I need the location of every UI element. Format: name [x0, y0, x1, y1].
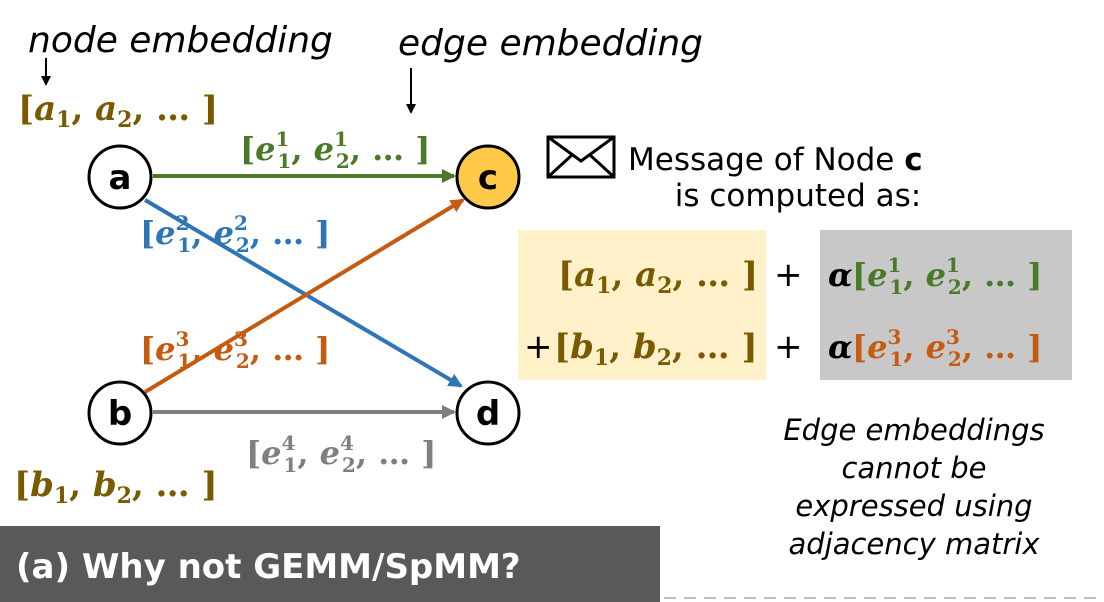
embedding-b: [b1, b2, … ] [14, 465, 218, 509]
caption: (a) Why not GEMM/SpMM? [16, 547, 521, 587]
message-title-line1: Message of Node c [628, 142, 923, 178]
formula-alpha-1: α [828, 256, 853, 294]
note-text: Edge embeddings cannot be expressed usin… [783, 413, 1044, 561]
envelope-icon [546, 135, 616, 179]
node-a-label: a [109, 158, 132, 198]
formula-plus-3: + [774, 327, 803, 367]
note-line-4: adjacency matrix [788, 527, 1040, 561]
formula-plus-2: + [524, 327, 553, 367]
caption-box [0, 526, 660, 602]
note-line-2: cannot be [841, 451, 986, 485]
node-c: c [455, 144, 521, 210]
formula-plus-1: + [774, 255, 803, 295]
node-b-label: b [108, 394, 132, 434]
node-terms-box [518, 230, 766, 380]
embedding-a: [a1, a2, … ] [18, 89, 218, 133]
formula-b-term: [b1, b2, … ] [554, 327, 758, 371]
edge-b-c [143, 198, 465, 394]
formula-alpha-2: α [828, 328, 853, 366]
node-embedding-label: node embedding [28, 20, 333, 61]
node-d-label: d [476, 394, 500, 434]
message-title-line2: is computed as: [675, 178, 922, 214]
edge-a-d [143, 198, 463, 388]
edge-embedding-label: edge embedding [398, 23, 703, 64]
note-line-3: expressed using [795, 489, 1032, 523]
formula-a-term: [a1, a2, … ] [558, 255, 758, 299]
node-c-label: c [478, 158, 498, 198]
node-b: b [87, 380, 153, 446]
node-a: a [87, 144, 153, 210]
node-d: d [455, 380, 521, 446]
note-line-1: Edge embeddings [783, 413, 1044, 447]
edge-terms-box [820, 230, 1072, 380]
